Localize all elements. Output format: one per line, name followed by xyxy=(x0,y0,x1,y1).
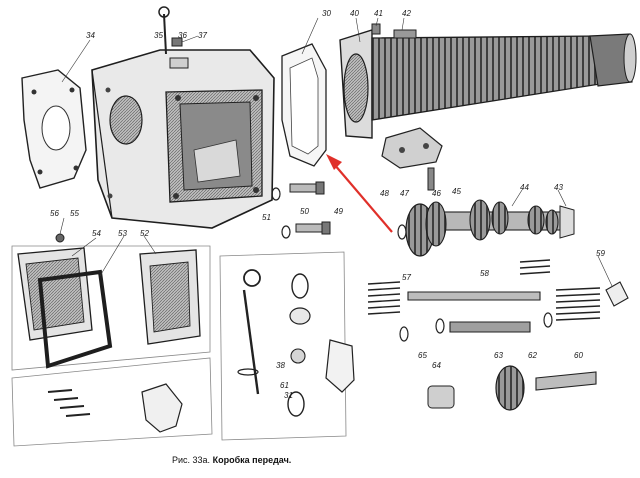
shafts xyxy=(399,291,597,411)
callout-62: 62 xyxy=(528,351,537,360)
fork-panel xyxy=(11,357,213,447)
extension-housing xyxy=(339,23,637,139)
callout-58: 58 xyxy=(480,269,489,278)
figure-caption: Рис. 33а. Коробка передач. xyxy=(172,455,291,465)
callout-42: 42 xyxy=(402,9,411,18)
callout-64: 64 xyxy=(432,361,441,370)
callout-52: 52 xyxy=(140,229,149,238)
callout-47: 47 xyxy=(400,189,409,198)
needle-rollers xyxy=(367,259,601,321)
callout-51: 51 xyxy=(262,213,271,222)
callout-41: 41 xyxy=(374,9,383,18)
caption-prefix: Рис. 33а. xyxy=(172,455,211,465)
callout-38: 38 xyxy=(276,361,285,370)
callout-37: 37 xyxy=(198,31,207,40)
callout-35: 35 xyxy=(154,31,163,40)
callout-48: 48 xyxy=(380,189,389,198)
callout-50: 50 xyxy=(300,207,309,216)
bolts xyxy=(271,181,407,240)
callout-65: 65 xyxy=(418,351,427,360)
leader-lines xyxy=(59,17,613,287)
gearbox-housing xyxy=(91,6,275,229)
callout-43: 43 xyxy=(554,183,563,192)
callout-61: 61 xyxy=(280,381,289,390)
callout-54: 54 xyxy=(92,229,101,238)
shift-parts-panel xyxy=(219,251,355,441)
callout-40: 40 xyxy=(350,9,359,18)
callout-53: 53 xyxy=(118,229,127,238)
callout-31: 31 xyxy=(284,391,293,400)
housing-gasket xyxy=(281,43,327,167)
gear-cluster xyxy=(405,199,575,257)
indicator-arrow xyxy=(326,154,393,233)
callout-56: 56 xyxy=(50,209,59,218)
caption-title: Коробка передач. xyxy=(212,455,292,465)
end-gasket xyxy=(21,69,87,189)
callout-30: 30 xyxy=(322,9,331,18)
callout-57: 57 xyxy=(402,273,411,282)
callout-49: 49 xyxy=(334,207,343,216)
callout-34: 34 xyxy=(86,31,95,40)
callout-46: 46 xyxy=(432,189,441,198)
callout-60: 60 xyxy=(574,351,583,360)
callout-63: 63 xyxy=(494,351,503,360)
callout-59: 59 xyxy=(596,249,605,258)
cover-panel xyxy=(11,233,211,371)
callout-55: 55 xyxy=(70,209,79,218)
lock-plate xyxy=(605,281,629,307)
mounting-bracket xyxy=(381,127,443,191)
callout-44: 44 xyxy=(520,183,529,192)
callout-45: 45 xyxy=(452,187,461,196)
callout-36: 36 xyxy=(178,31,187,40)
